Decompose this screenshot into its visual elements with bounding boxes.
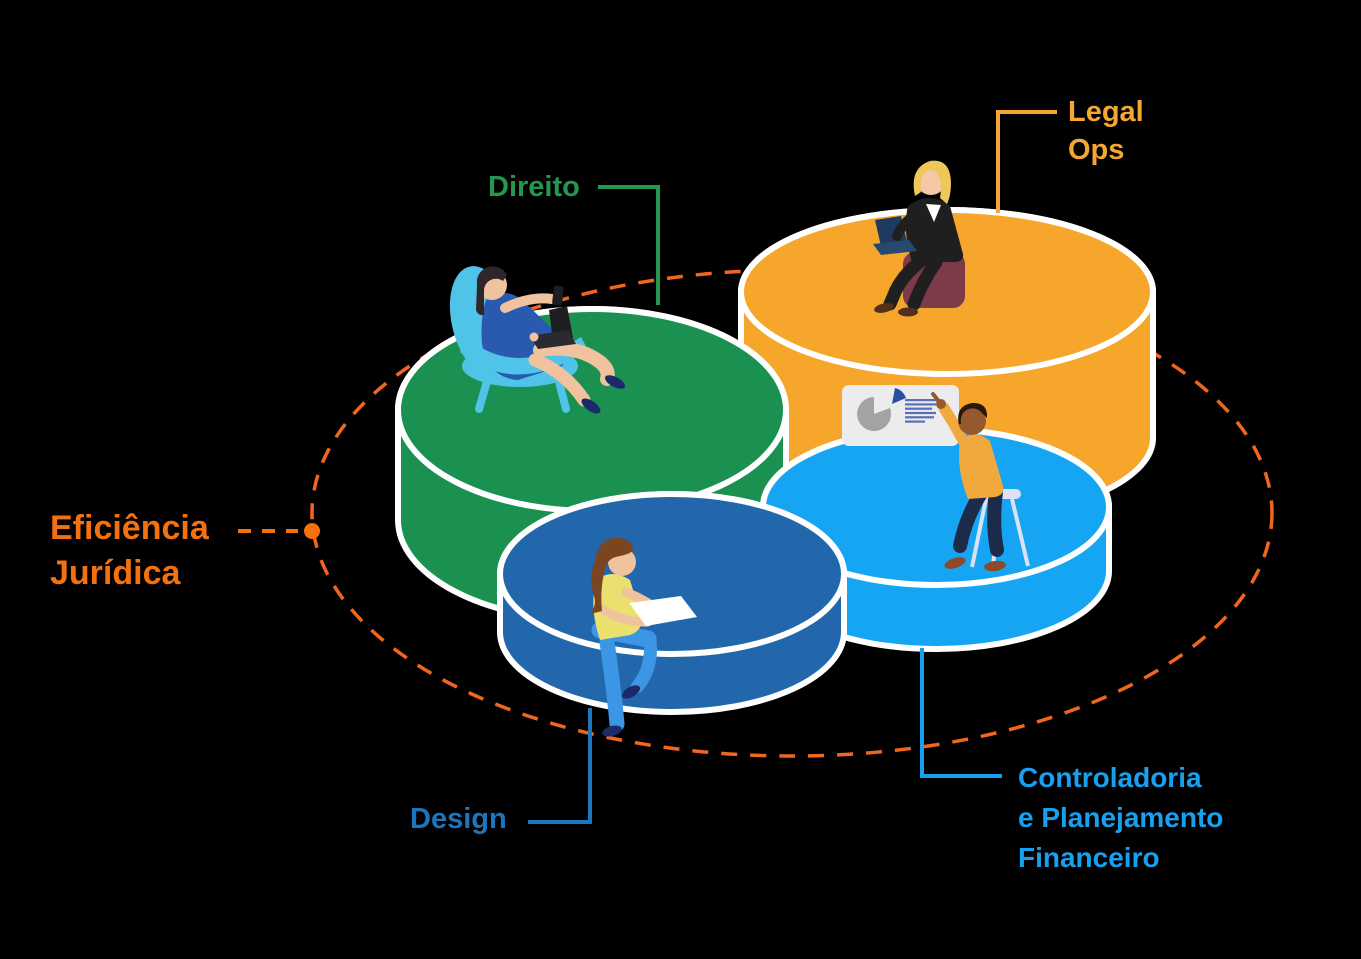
person-controladoria-arm: [938, 402, 974, 456]
person-design-hanging-leg: [599, 634, 625, 732]
label-design: Design: [410, 803, 507, 835]
connector-controladoria: [920, 648, 1002, 778]
whiteboard-text-line: [905, 399, 936, 402]
person-design-shoe: [602, 725, 622, 737]
person-design-shin: [630, 633, 657, 694]
person-direito-leg: [533, 341, 615, 386]
label-direito: Direito: [488, 171, 580, 203]
label-eficiencia-juridica: Eficiência Jurídica: [50, 509, 209, 592]
person-controladoria-shoe: [984, 560, 1006, 572]
pie-chart-icon: [857, 397, 892, 431]
laptop-base: [530, 330, 576, 349]
person-legal-ops-hair: [913, 160, 951, 204]
person-direito: [449, 266, 625, 414]
person-controladoria-shoe: [944, 557, 966, 569]
whiteboard-text-line: [905, 420, 925, 423]
whiteboard-text-line: [905, 407, 932, 410]
person-legal-ops-arm: [892, 209, 921, 241]
connector-design: [528, 708, 592, 824]
stool-leg: [970, 498, 988, 568]
whiteboard-text-line: [905, 403, 936, 406]
person-direito-raised-arm: [500, 293, 557, 313]
person-design-shoe: [621, 685, 641, 699]
connector-direito: [598, 185, 660, 305]
laptop-base: [873, 240, 917, 255]
person-legal-ops-near-leg: [907, 255, 943, 311]
platform-design-top: [497, 491, 847, 657]
person-controladoria: [842, 385, 1030, 572]
whiteboard-text-line: [905, 416, 934, 419]
person-controladoria-hair: [958, 402, 988, 424]
person-direito-lower-arm: [493, 315, 537, 342]
label-legal-ops: Legal Ops: [1068, 96, 1144, 166]
person-controladoria-head: [958, 407, 986, 435]
person-design-hair: [590, 537, 634, 614]
phone: [552, 285, 564, 306]
person-design: [590, 537, 697, 737]
stool-leg: [1010, 498, 1030, 567]
person-direito-hand: [529, 332, 539, 342]
person-controladoria-pointing-finger: [931, 392, 943, 406]
person-legal-ops-shirt: [926, 204, 941, 222]
whiteboard-text-line: [905, 411, 936, 415]
person-legal-ops-shoe: [874, 303, 894, 313]
connector-legal-ops: [996, 110, 1057, 213]
paper-sheet: [629, 596, 697, 626]
armchair-leg: [475, 374, 492, 413]
person-direito-shoe: [581, 398, 601, 414]
person-controladoria-leg: [987, 485, 1004, 557]
pie-chart-slice: [892, 388, 906, 404]
label-controladoria: Controladoria e Planejamento Financeiro: [1018, 762, 1224, 873]
person-legal-ops-shoe: [898, 307, 918, 317]
person-direito-shoe: [605, 375, 625, 389]
orbit-anchor-dot: [304, 523, 320, 539]
person-legal-ops: [873, 160, 965, 317]
person-direito-hair: [476, 266, 507, 316]
person-direito-leg: [528, 353, 591, 407]
